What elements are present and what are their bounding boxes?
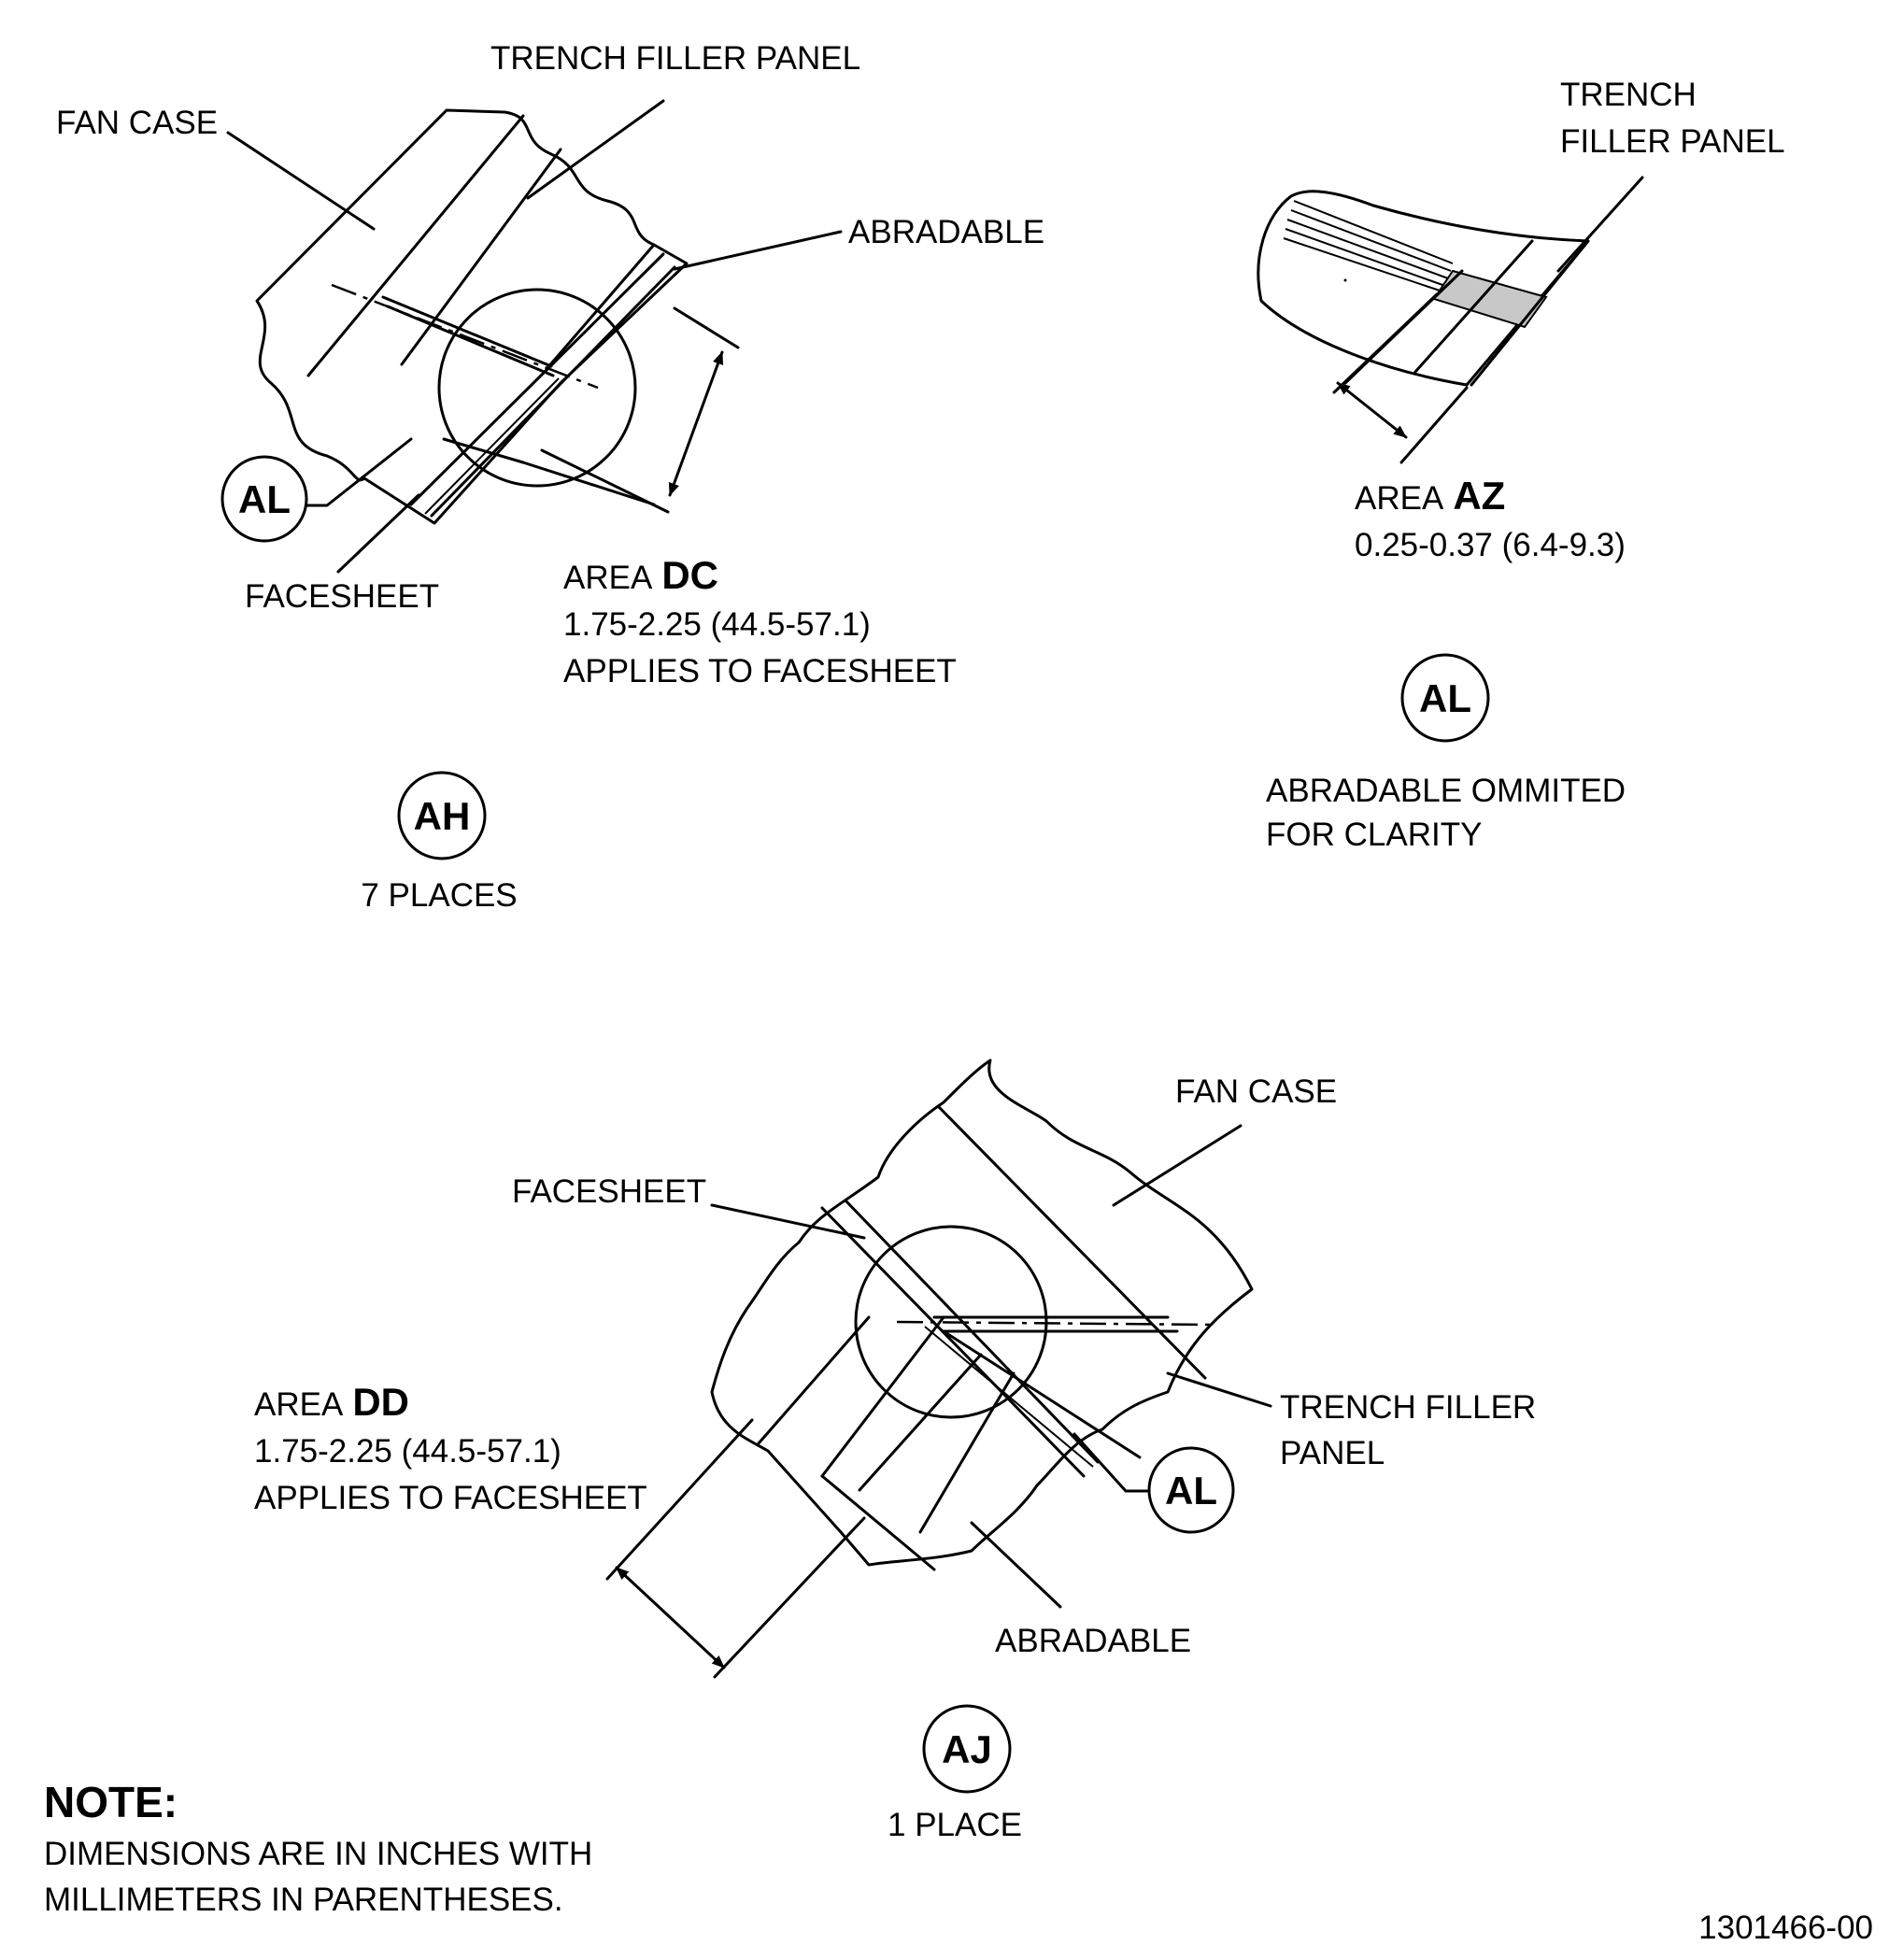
ah-callout-al-text: AL [238,477,291,521]
al-highlight-band [1432,269,1548,329]
al-caption-line1: ABRADABLE OMMITED [1266,773,1626,809]
al-dimension-arrow [1336,381,1408,439]
ah-view-callout: AH [397,771,487,860]
ah-abradable-label: ABRADABLE [848,214,1044,250]
figure-number: 1301466-00 [1698,1910,1873,1946]
aj-callout-al-text: AL [1165,1469,1217,1513]
view-ah-drawing [226,99,843,574]
ah-dimension-arrow [668,350,724,497]
aj-dimension-arrow [615,1566,726,1669]
ah-view-places: 7 PLACES [361,877,517,914]
aj-view-callout: AJ [922,1704,1012,1794]
al-part-outline [1257,190,1590,387]
view-aj-drawing [605,1058,1272,1679]
ah-detail-callout-al: AL [220,455,308,543]
al-view-callout: AL [1400,653,1490,743]
aj-detail-circle [854,1225,1048,1419]
al-trench-label-line1: TRENCH [1560,77,1697,113]
note-block: NOTE: DIMENSIONS ARE IN INCHES WITH MILL… [44,1778,592,1918]
aj-facesheet-label: FACESHEET [512,1173,706,1210]
aj-fan-case-label: FAN CASE [1175,1073,1337,1110]
ah-dimension-text: 1.75-2.25 (44.5-57.1) [563,606,871,643]
ah-labels: FAN CASE TRENCH FILLER PANEL ABRADABLE F… [56,40,1044,914]
aj-abradable-label: ABRADABLE [995,1623,1191,1659]
aj-view-places: 1 PLACE [888,1807,1022,1843]
al-trench-label-line2: FILLER PANEL [1560,123,1785,160]
ah-facesheet-label: FACESHEET [245,578,439,615]
ah-view-id: AH [414,794,471,838]
al-view-id: AL [1419,676,1471,720]
aj-applies-text: APPLIES TO FACESHEET [254,1480,647,1516]
note-line1: DIMENSIONS ARE IN INCHES WITH [44,1836,592,1872]
aj-trench-label-line1: TRENCH FILLER [1280,1389,1536,1426]
al-caption-line2: FOR CLARITY [1266,817,1482,853]
aj-dimension-text: 1.75-2.25 (44.5-57.1) [254,1433,561,1470]
note-line2: MILLIMETERS IN PARENTHESES. [44,1882,563,1918]
ah-fan-case-label: FAN CASE [56,105,218,141]
note-title: NOTE: [44,1778,178,1826]
aj-detail-callout-al: AL [1147,1446,1235,1534]
al-dimension-text: 0.25-0.37 (6.4-9.3) [1355,527,1626,563]
ah-trench-filler-panel-label: TRENCH FILLER PANEL [490,40,860,77]
view-al-drawing [1257,176,1644,464]
aj-trench-label-line2: PANEL [1280,1435,1385,1471]
ah-applies-text: APPLIES TO FACESHEET [563,653,957,689]
ah-detail-circle [437,288,637,488]
aj-view-id: AJ [942,1727,992,1771]
aj-part-outline [710,1058,1254,1567]
